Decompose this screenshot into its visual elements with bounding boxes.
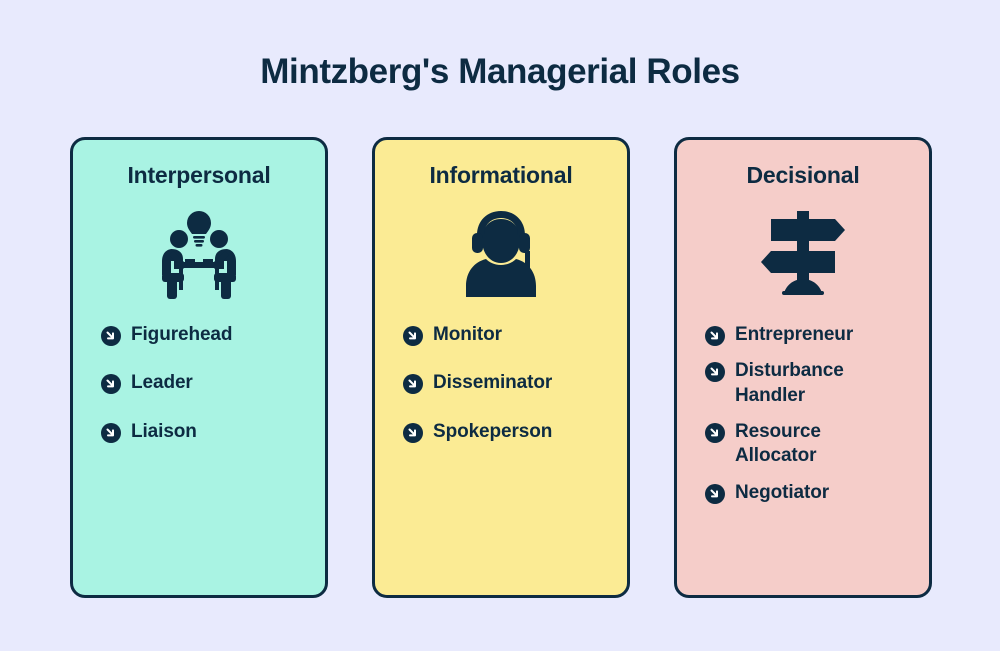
card-title-decisional: Decisional: [746, 162, 860, 188]
role-card-row: Interpersonal: [70, 137, 932, 598]
role-label: Liaison: [131, 420, 197, 442]
arrow-down-right-circle-icon: [403, 326, 423, 346]
role-label: Leader: [131, 372, 193, 394]
role-card-informational: Informational: [372, 137, 630, 598]
list-item[interactable]: Monitor: [403, 323, 627, 347]
role-label: Resource Allocator: [735, 420, 821, 467]
role-label: Monitor: [433, 324, 502, 345]
list-item[interactable]: Disturbance Handler: [705, 359, 929, 408]
role-label: Spokeperson: [433, 420, 553, 442]
card-title-interpersonal: Interpersonal: [127, 162, 271, 188]
arrow-down-right-circle-icon: [705, 422, 725, 443]
people-at-table-lightbulb-icon: [149, 201, 249, 301]
arrow-down-right-circle-icon: [403, 422, 423, 443]
list-item[interactable]: Entrepreneur: [705, 323, 929, 347]
arrow-down-right-circle-icon: [705, 362, 725, 383]
arrow-down-right-circle-icon: [705, 326, 725, 346]
list-item[interactable]: Spokeperson: [403, 420, 627, 444]
arrow-down-right-circle-icon: [101, 326, 121, 346]
role-list-informational: Monitor Disseminator: [375, 323, 627, 444]
role-card-interpersonal: Interpersonal: [70, 137, 328, 598]
card-title-informational: Informational: [429, 162, 573, 188]
list-item[interactable]: Resource Allocator: [705, 420, 929, 469]
list-item[interactable]: Disseminator: [403, 371, 627, 395]
list-item[interactable]: Liaison: [101, 420, 325, 444]
list-item[interactable]: Negotiator: [705, 481, 929, 505]
arrow-down-right-circle-icon: [403, 374, 423, 395]
role-label: Negotiator: [735, 481, 830, 503]
role-label: Figurehead: [131, 324, 233, 345]
role-label: Entrepreneur: [735, 324, 854, 345]
role-list-decisional: Entrepreneur Disturbance Handler: [677, 323, 929, 505]
arrow-down-right-circle-icon: [101, 422, 121, 443]
list-item[interactable]: Leader: [101, 371, 325, 395]
role-card-decisional: Decisional: [674, 137, 932, 598]
role-list-interpersonal: Figurehead Leader: [73, 323, 325, 444]
role-label: Disseminator: [433, 372, 553, 394]
person-with-headset-icon: [451, 201, 551, 301]
list-item[interactable]: Figurehead: [101, 323, 325, 347]
role-label: Disturbance Handler: [735, 360, 844, 406]
signpost-direction-icon: [753, 201, 853, 301]
arrow-down-right-circle-icon: [101, 374, 121, 395]
arrow-down-right-circle-icon: [705, 483, 725, 504]
page-title: Mintzberg's Managerial Roles: [260, 52, 740, 91]
